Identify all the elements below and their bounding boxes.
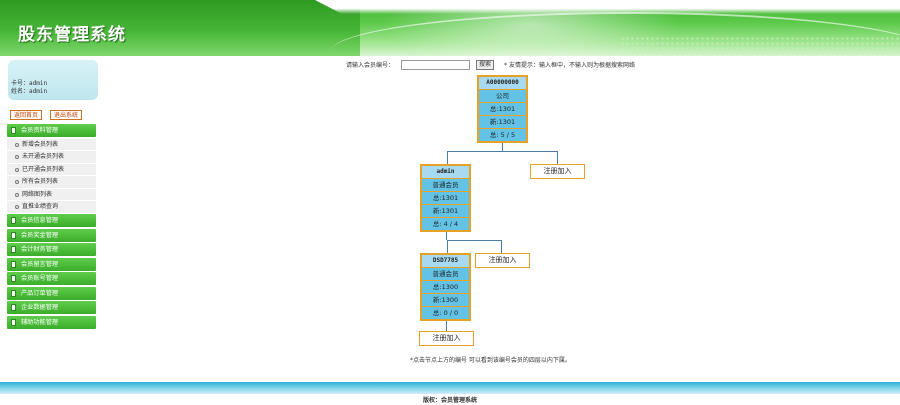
tree-connector (502, 137, 503, 151)
tree-node-dsd7785: DSD7785 普通会员 总:1300 新:1300 总: 0 / 0 (420, 253, 471, 321)
menu-member-bonus[interactable]: 会员奖金管理 (7, 228, 96, 242)
member-id-input[interactable] (401, 59, 471, 70)
node-type: 公司 (479, 90, 526, 102)
tree-connector (446, 316, 447, 331)
search-hint: * 友情提示：输入框中，不输入则为根据搜索网络 (504, 62, 635, 69)
header-dot-pattern (620, 36, 900, 56)
search-button[interactable]: 搜索 (476, 59, 495, 70)
menu-label: 会员信息管理 (21, 217, 59, 225)
user-info-box (8, 60, 98, 100)
sidebar-menu: 会员资料管理 新增会员列表 未开通会员列表 已开通会员列表 所有会员列表 网络图… (7, 124, 96, 330)
submenu-label: 所有会员列表 (22, 178, 59, 186)
submenu-label: 网络图列表 (22, 190, 53, 198)
submenu-label: 直推业绩查询 (22, 203, 59, 211)
tree-connector (501, 240, 502, 253)
submenu-label: 已开通会员列表 (22, 165, 65, 173)
register-join-button[interactable]: 注册加入 (475, 253, 530, 268)
nav-button-row: 返回首页 退出系统 (10, 110, 83, 120)
menu-label: 辅助功能管理 (21, 318, 59, 326)
bullet-icon (15, 205, 19, 210)
menu-label: 会员奖金管理 (21, 231, 59, 239)
submenu-direct-performance[interactable]: 直推业绩查询 (7, 201, 96, 215)
folder-icon (11, 246, 16, 254)
node-id-link[interactable]: A00000000 (479, 77, 526, 89)
bullet-icon (15, 180, 19, 185)
menu-label: 企业数据管理 (21, 304, 59, 312)
node-id-link[interactable]: admin (422, 166, 469, 178)
register-join-button[interactable]: 注册加入 (530, 164, 585, 179)
menu-orders[interactable]: 产品订单管理 (7, 286, 96, 300)
bullet-icon (15, 192, 19, 197)
menu-label: 会员留言管理 (21, 260, 59, 268)
bullet-icon (15, 142, 19, 147)
node-new: 新:1300 (422, 294, 469, 306)
folder-icon (11, 275, 16, 283)
logout-button[interactable]: 退出系统 (50, 110, 83, 120)
menu-accounts[interactable]: 会员账号管理 (7, 272, 96, 286)
node-ratio: 总: 0 / 0 (422, 307, 469, 319)
folder-icon (11, 289, 16, 297)
tree-node-root: A00000000 公司 总:1301 新:1301 总: 5 / 5 (477, 75, 528, 143)
search-row: 请输入会员编号： 搜索 * 友情提示：输入框中，不输入则为根据搜索网络 (346, 59, 635, 70)
user-card-number: 卡号：admin (11, 80, 48, 87)
header-curve (330, 12, 900, 56)
node-total: 总:1301 (422, 192, 469, 204)
menu-label: 会员资料管理 (21, 127, 59, 134)
user-name: 姓名：admin (11, 88, 48, 95)
tree-connector (446, 226, 447, 240)
node-ratio: 总: 5 / 5 (479, 129, 526, 141)
menu-label: 会员账号管理 (21, 275, 59, 283)
node-new: 新:1301 (422, 205, 469, 217)
submenu-opened-members[interactable]: 已开通会员列表 (7, 164, 96, 177)
menu-finance[interactable]: 会计财务管理 (7, 243, 96, 257)
menu-label: 产品订单管理 (21, 289, 59, 297)
node-ratio: 总: 4 / 4 (422, 218, 469, 230)
submenu-new-members[interactable]: 新增会员列表 (7, 139, 96, 152)
menu-member-data[interactable]: 会员资料管理 (7, 124, 96, 137)
node-total: 总:1300 (422, 281, 469, 293)
search-label: 请输入会员编号： (346, 62, 395, 69)
bullet-icon (15, 167, 19, 172)
menu-member-info[interactable]: 会员信息管理 (7, 214, 96, 228)
folder-icon (11, 260, 16, 268)
node-type: 普通会员 (422, 268, 469, 280)
tree-connector (447, 240, 502, 241)
submenu-all-members[interactable]: 所有会员列表 (7, 176, 96, 189)
member-submenu: 新增会员列表 未开通会员列表 已开通会员列表 所有会员列表 网络图列表 直推业绩… (7, 138, 96, 215)
tree-connector (447, 151, 558, 152)
copyright: 版权：会员管理系统 (422, 397, 477, 404)
submenu-network-chart[interactable]: 网络图列表 (7, 189, 96, 202)
node-new: 新:1301 (479, 116, 526, 128)
app-title: 股东管理系统 (18, 25, 126, 45)
menu-label: 会计财务管理 (21, 246, 59, 254)
folder-icon (11, 231, 16, 239)
node-total: 总:1301 (479, 103, 526, 115)
node-id-link[interactable]: DSD7785 (422, 255, 469, 267)
folder-icon (11, 217, 16, 225)
tree-node-admin: admin 普通会员 总:1301 新:1301 总: 4 / 4 (420, 164, 471, 232)
header-left-band (0, 0, 360, 56)
tree-note: *点击节点上方的编号 可以看到该编号会员的四层以内下属。 (410, 357, 571, 364)
tree-connector (447, 240, 448, 254)
submenu-unopened-members[interactable]: 未开通会员列表 (7, 151, 96, 164)
submenu-label: 新增会员列表 (22, 140, 59, 148)
folder-icon (11, 304, 16, 312)
submenu-label: 未开通会员列表 (22, 153, 65, 161)
register-join-button[interactable]: 注册加入 (419, 331, 474, 346)
home-button[interactable]: 返回首页 (10, 110, 43, 120)
menu-auxiliary[interactable]: 辅助功能管理 (7, 315, 96, 329)
node-type: 普通会员 (422, 179, 469, 191)
tree-connector (447, 151, 448, 164)
footer-bar (0, 382, 900, 394)
header-banner: 股东管理系统 (0, 0, 900, 56)
folder-icon (11, 127, 16, 134)
folder-icon (11, 318, 16, 326)
bullet-icon (15, 155, 19, 160)
menu-enterprise-data[interactable]: 企业数据管理 (7, 301, 96, 315)
menu-messages[interactable]: 会员留言管理 (7, 257, 96, 271)
tree-connector (557, 151, 558, 164)
